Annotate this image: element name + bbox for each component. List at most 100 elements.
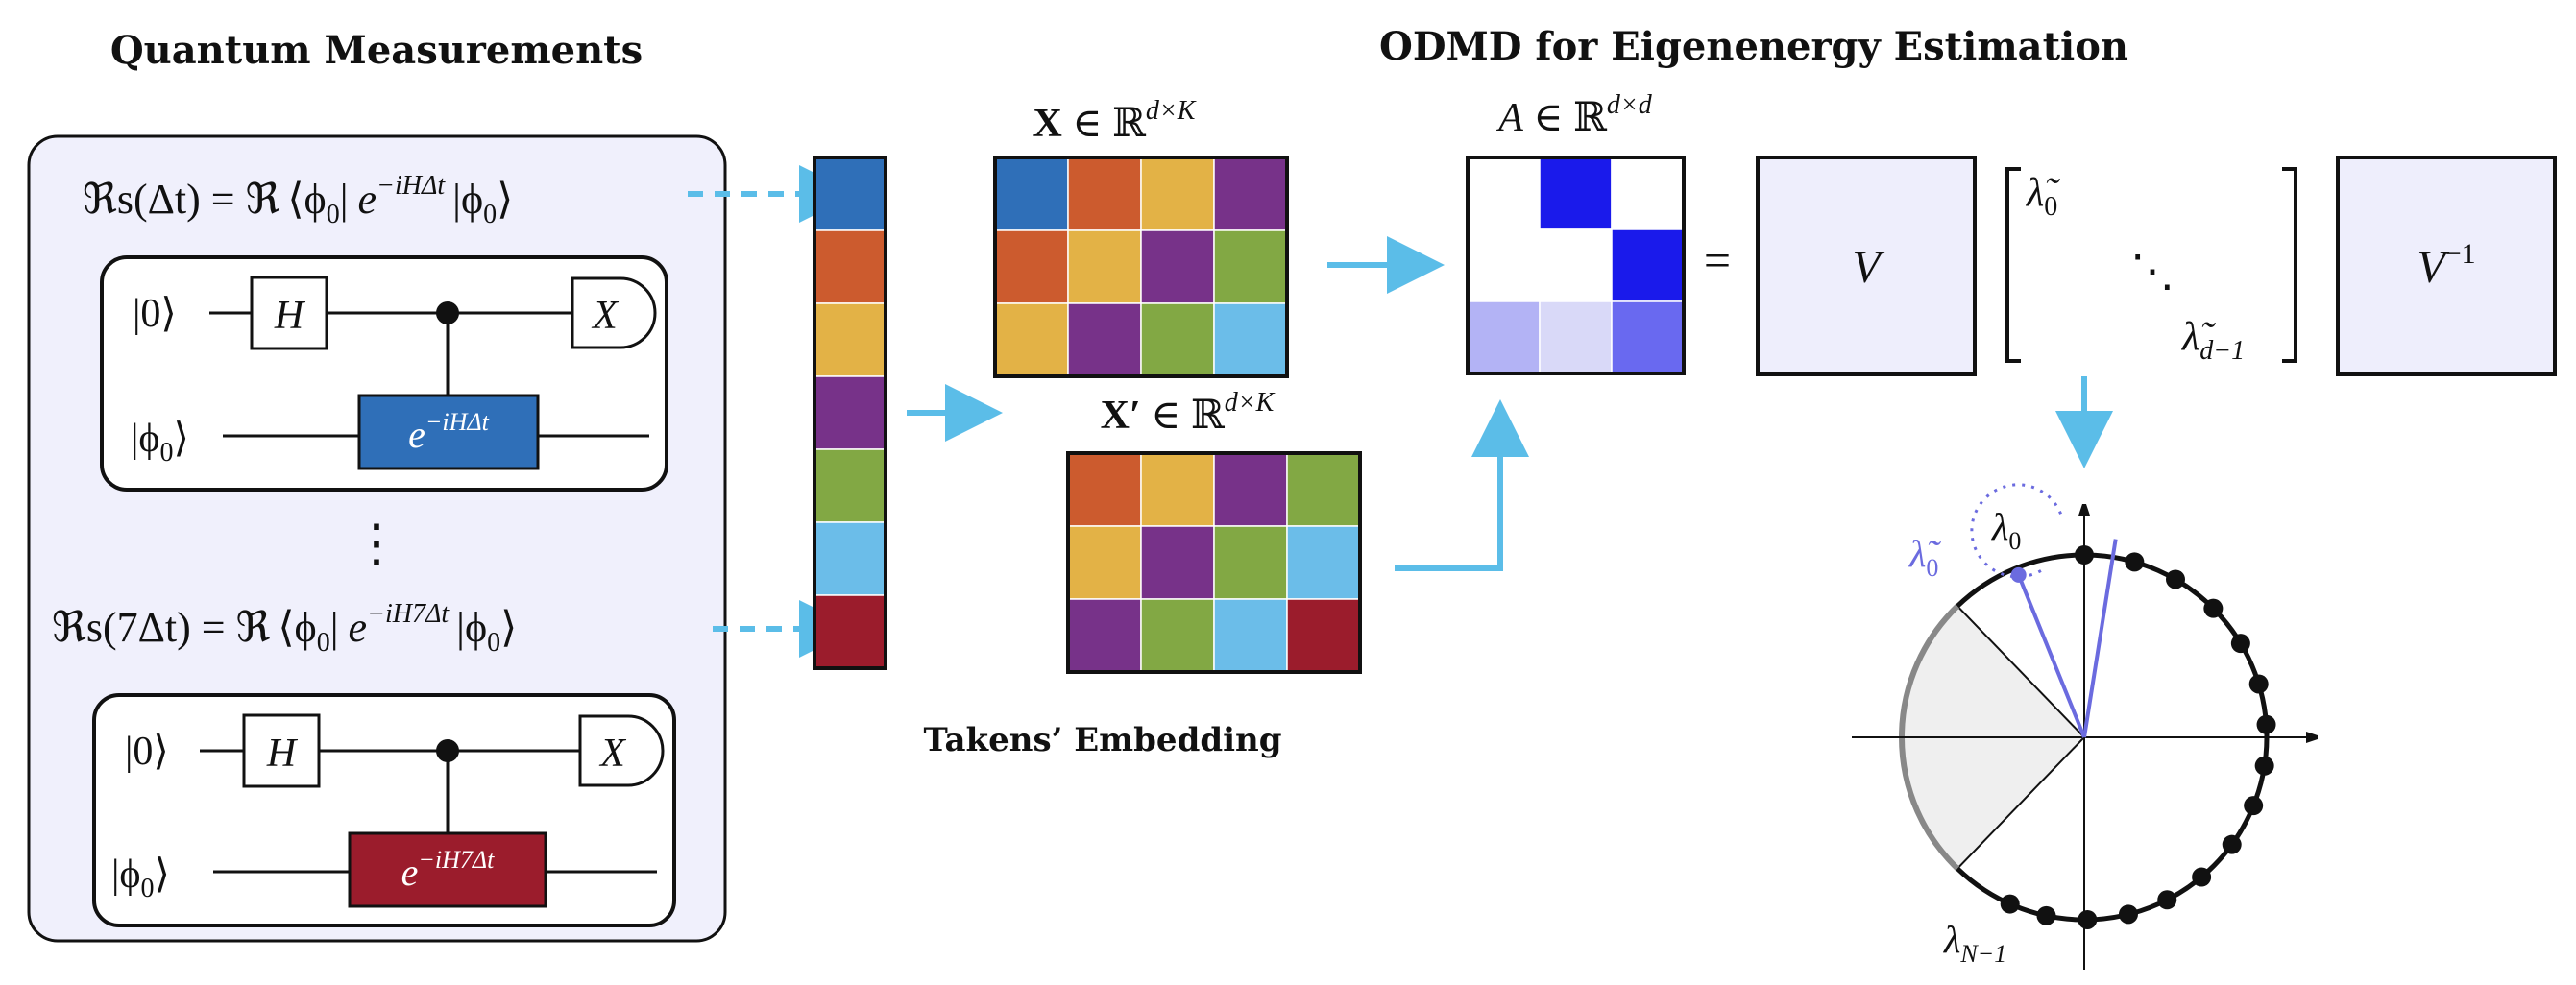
eigenvalue-dot-13 xyxy=(2078,909,2098,929)
circuit-1-hadamard-gate xyxy=(250,276,328,350)
matrix-x-cell-0-3 xyxy=(1213,156,1288,231)
eigenvalue-dot-1 xyxy=(2125,552,2145,572)
matrix-x xyxy=(993,156,1289,378)
eigenvalue-dot-10 xyxy=(2192,867,2212,887)
matrix-a-cell-0-1 xyxy=(1539,156,1613,230)
vector-cell-3 xyxy=(814,375,887,450)
circuit-1-unitary-gate xyxy=(357,394,540,470)
matrix-x-prime-cell-0-3 xyxy=(1286,452,1361,527)
diag-lambda-0: λ̃0 xyxy=(2025,171,2060,222)
svg-text:ℜs(7Δt) = ℜ⟨ϕ0|e−iH7Δt|ϕ0⟩: ℜs(7Δt) = ℜ⟨ϕ0|e−iH7Δt|ϕ0⟩ xyxy=(52,599,517,658)
matrix-x-label: X ∈ ℝd×K xyxy=(1033,96,1197,146)
eigenvalue-dot-4 xyxy=(2230,634,2250,654)
circuit-1-hadamard-label: H xyxy=(274,294,306,338)
matrix-x-prime-border xyxy=(1066,451,1362,674)
circuit-2-qubit1-label: |ϕ0⟩ xyxy=(111,853,170,903)
matrix-x-prime-cell-0-2 xyxy=(1213,452,1288,527)
circuit-2-hadamard-label: H xyxy=(266,732,299,776)
matrix-v-inverse xyxy=(2336,156,2557,376)
matrix-v-inverse-label: V−1 xyxy=(2417,238,2475,293)
circuit-1-measure-x xyxy=(571,276,657,349)
matrix-a-cell-1-1 xyxy=(1539,228,1613,302)
matrix-x-prime xyxy=(1066,451,1362,674)
lambda-tilde-label: λ̃0 xyxy=(1908,532,1941,582)
odmd-title: ODMD for Eigenenergy Estimation xyxy=(1379,24,2128,69)
vector-cell-0 xyxy=(814,156,887,231)
matrix-x-cell-0-2 xyxy=(1140,156,1215,231)
matrix-v-label: V xyxy=(1852,242,1884,293)
matrix-a-cell-0-0 xyxy=(1467,156,1541,230)
eigenvalue-dot-6 xyxy=(2256,714,2276,734)
matrix-v xyxy=(1756,156,1977,376)
right-bracket xyxy=(2282,167,2297,363)
eigenvalue-diagonal-matrix: λ̃0 ⋱ λ̃d−1 xyxy=(2005,167,2297,366)
measurement-vector xyxy=(813,156,887,670)
eigenvalue-dot-0 xyxy=(2075,545,2094,565)
matrix-a-cell-2-2 xyxy=(1611,300,1685,374)
matrix-x-border xyxy=(993,156,1289,378)
eigenvalue-dot-7 xyxy=(2254,756,2274,776)
matrix-x-cell-1-3 xyxy=(1213,229,1288,304)
circuit-2-unitary-gate xyxy=(348,831,547,908)
matrix-x-cell-0-0 xyxy=(994,156,1069,231)
matrix-x-cell-1-2 xyxy=(1140,229,1215,304)
matrix-x-cell-2-3 xyxy=(1213,302,1288,377)
matrix-a-border xyxy=(1466,156,1686,375)
matrix-x-cell-1-0 xyxy=(994,229,1069,304)
circuit-2-measure-label: X xyxy=(598,732,627,776)
quantum-measurements-title: Quantum Measurements xyxy=(110,28,643,73)
matrix-x-cell-0-1 xyxy=(1067,156,1142,231)
takens-embedding-label: Takens’ Embedding xyxy=(923,721,1281,759)
estimated-eigenvalue-dot xyxy=(2010,566,2027,583)
sector-edge-upper xyxy=(1956,605,2085,738)
left-bracket xyxy=(2005,167,2021,363)
matrix-x-prime-cell-2-3 xyxy=(1286,598,1361,673)
matrix-x-prime-cell-2-2 xyxy=(1213,598,1288,673)
measurement-equation-2: ℜs(7Δt) = ℜ⟨ϕ0|e−iH7Δt|ϕ0⟩ xyxy=(52,599,517,658)
matrix-x-prime-cell-1-3 xyxy=(1286,525,1361,600)
matrix-x-prime-cell-1-1 xyxy=(1140,525,1215,600)
eigenvalue-dot-12 xyxy=(2118,904,2138,925)
matrix-x-prime-cell-1-2 xyxy=(1213,525,1288,600)
quantum-circuit-1: |0⟩ H X |ϕ0⟩ e−iHΔt xyxy=(100,255,668,492)
circuit-1-qubit1-label: |ϕ0⟩ xyxy=(131,417,189,468)
measurement-equation-1: ℜs(Δt) = ℜ⟨ϕ0|e−iHΔt|ϕ0⟩ xyxy=(83,171,513,229)
matrix-x-cell-1-1 xyxy=(1067,229,1142,304)
exact-eigenvalue-line xyxy=(2082,539,2118,738)
eigenvalue-dot-3 xyxy=(2203,598,2224,618)
matrix-x-cell-2-1 xyxy=(1067,302,1142,377)
eigenvalue-dot-11 xyxy=(2157,890,2177,910)
matrix-a-cell-2-0 xyxy=(1467,300,1541,374)
circuit-2-hadamard-gate xyxy=(242,713,321,788)
eigenvalue-dot-8 xyxy=(2244,796,2264,816)
estimated-eigenvalue-line xyxy=(2016,574,2086,738)
matrix-a-cell-2-1 xyxy=(1539,300,1613,374)
matrix-x-prime-cell-1-0 xyxy=(1067,525,1142,600)
circuit-1-qubit0-label: |0⟩ xyxy=(133,292,177,336)
lambda-0-label: λ0 xyxy=(1991,505,2021,555)
sector-edge-lower xyxy=(1956,736,2085,870)
matrix-x-prime-cell-2-0 xyxy=(1067,598,1142,673)
eigenvalue-dot-15 xyxy=(2000,894,2020,914)
eigenvalue-dot-9 xyxy=(2222,834,2242,854)
quantum-circuit-2: |0⟩ H X |ϕ0⟩ e−iH7Δt xyxy=(92,693,676,927)
matrix-x-cell-2-2 xyxy=(1140,302,1215,377)
matrix-x-prime-label: X′ ∈ ℝd×K xyxy=(1101,388,1276,438)
vector-cell-4 xyxy=(814,448,887,523)
svg-text:ℜs(Δt) = ℜ⟨ϕ0|e−iHΔt|ϕ0⟩: ℜs(Δt) = ℜ⟨ϕ0|e−iHΔt|ϕ0⟩ xyxy=(83,171,513,229)
eigenvalue-dot-14 xyxy=(2036,905,2056,925)
vector-cell-6 xyxy=(814,594,887,669)
vector-cell-5 xyxy=(814,521,887,596)
vertical-ellipsis: ⋮ xyxy=(351,515,402,572)
matrix-a-label: A ∈ ℝd×d xyxy=(1495,90,1653,140)
matrix-x-prime-cell-0-1 xyxy=(1140,452,1215,527)
matrix-x-prime-cell-2-1 xyxy=(1140,598,1215,673)
diag-lambda-last: λ̃d−1 xyxy=(2180,315,2245,366)
matrix-a-cell-1-0 xyxy=(1467,228,1541,302)
circuit-2-measure-x xyxy=(578,714,665,787)
eigenvalue-dot-2 xyxy=(2166,569,2185,589)
matrix-x-prime-cell-0-0 xyxy=(1067,452,1142,527)
circuit-2-unitary-label: e−iH7Δt xyxy=(401,846,496,894)
equals-sign: = xyxy=(1704,233,1731,287)
